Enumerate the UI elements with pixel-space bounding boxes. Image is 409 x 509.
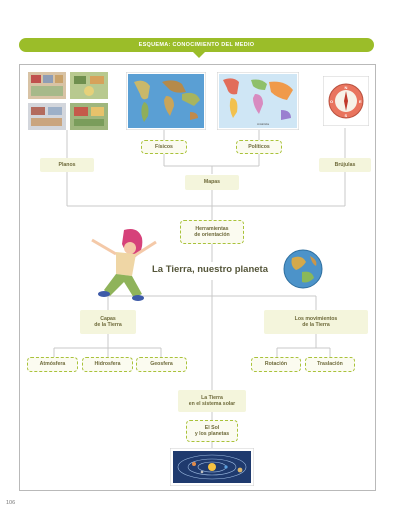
header-pointer [193, 52, 205, 58]
compass-s: S [345, 113, 348, 118]
compass-image: N S E O [323, 76, 369, 126]
physical-map-image [126, 72, 206, 130]
node-politicos: Políticos [236, 140, 282, 154]
girl-illustration [91, 229, 157, 301]
page-number: 106 [6, 500, 16, 506]
node-sol-planetas: El Sol y los planetas [186, 420, 238, 442]
node-traslacion: Traslación [305, 357, 355, 372]
map-label-antartida: Antártida [257, 122, 269, 126]
node-movimientos: Los movimientos de la Tierra [264, 310, 368, 334]
solar-system-image [170, 448, 254, 486]
diagram-frame [19, 64, 376, 491]
node-planos: Planos [40, 158, 94, 172]
node-hidrosfera: Hidrosfera [82, 357, 133, 372]
compass-n: N [345, 85, 348, 90]
node-brujulas: Brújulas [319, 158, 371, 172]
globe-icon [283, 249, 323, 289]
section-header: ESQUEMA: CONOCIMIENTO DEL MEDIO [19, 38, 374, 52]
compass-o: O [330, 99, 333, 104]
compass-e: E [359, 99, 362, 104]
node-sistema-solar: La Tierra en el sistema solar [178, 390, 246, 412]
node-rotacion: Rotación [251, 357, 301, 372]
node-herramientas: Herramientas de orientación [180, 220, 244, 244]
node-atmosfera: Atmósfera [27, 357, 78, 372]
node-mapas: Mapas [185, 175, 239, 190]
node-capas: Capas de la Tierra [80, 310, 136, 334]
node-fisicos: Físicos [141, 140, 187, 154]
planos-image [28, 72, 108, 130]
node-geosfera: Geosfera [136, 357, 187, 372]
central-title: La Tierra, nuestro planeta [152, 264, 268, 275]
political-map-image: Antártida [217, 72, 299, 130]
